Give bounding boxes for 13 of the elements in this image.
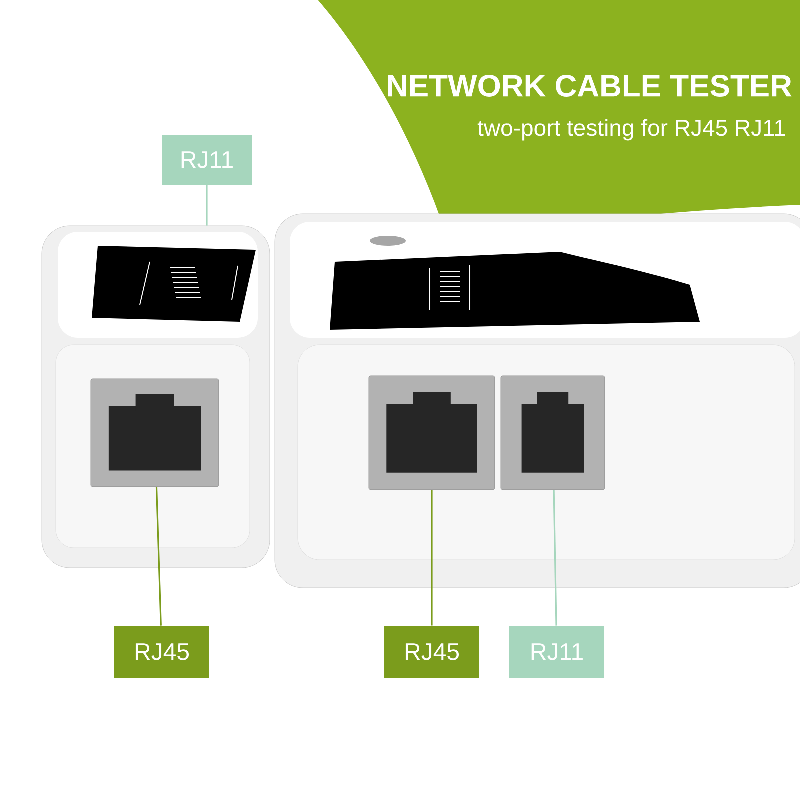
port-label: RJ11 bbox=[162, 135, 252, 185]
port-label: RJ45 bbox=[384, 626, 480, 678]
leader-line bbox=[553, 490, 558, 626]
leader-line bbox=[431, 490, 433, 626]
leader-line bbox=[206, 185, 208, 226]
rj11-port bbox=[500, 376, 606, 490]
subtitle: two-port testing for RJ45 RJ11 bbox=[478, 119, 786, 141]
rj45-port bbox=[90, 378, 220, 488]
port-label: RJ45 bbox=[114, 626, 210, 678]
rj45-port bbox=[368, 376, 496, 490]
title: NETWORK CABLE TESTER bbox=[388, 75, 792, 97]
leader-line bbox=[156, 487, 162, 626]
port-label: RJ11 bbox=[510, 626, 604, 678]
